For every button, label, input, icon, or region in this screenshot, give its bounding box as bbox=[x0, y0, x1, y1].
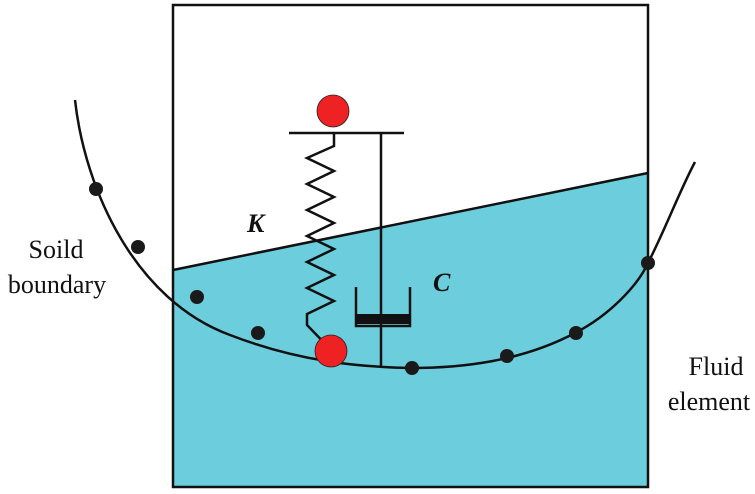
fluid-region bbox=[173, 173, 648, 487]
boundary-node bbox=[641, 256, 655, 270]
damper-label: C bbox=[433, 268, 451, 297]
solid-boundary-label-line1: Soild bbox=[29, 235, 84, 264]
boundary-node bbox=[131, 240, 145, 254]
boundary-node bbox=[190, 290, 204, 304]
solid-boundary-label-line2: boundary bbox=[8, 270, 106, 299]
spring-label: K bbox=[246, 209, 266, 238]
damper-cylinder bbox=[354, 287, 412, 328]
damper-piston bbox=[356, 314, 410, 324]
top-mass bbox=[316, 94, 350, 128]
bottom-mass bbox=[314, 334, 348, 368]
boundary-nodes bbox=[89, 182, 655, 375]
container-box bbox=[171, 3, 650, 489]
boundary-node bbox=[89, 182, 103, 196]
fluid-element-label-line2: element bbox=[668, 387, 751, 416]
damper bbox=[354, 133, 412, 366]
boundary-node bbox=[569, 326, 583, 340]
fluid-element-label-line1: Fluid bbox=[689, 352, 744, 381]
spring bbox=[304, 133, 337, 353]
fluid-surface-line bbox=[172, 171, 649, 272]
boundary-node bbox=[405, 361, 419, 375]
boundary-node bbox=[500, 349, 514, 363]
boundary-node bbox=[251, 326, 265, 340]
